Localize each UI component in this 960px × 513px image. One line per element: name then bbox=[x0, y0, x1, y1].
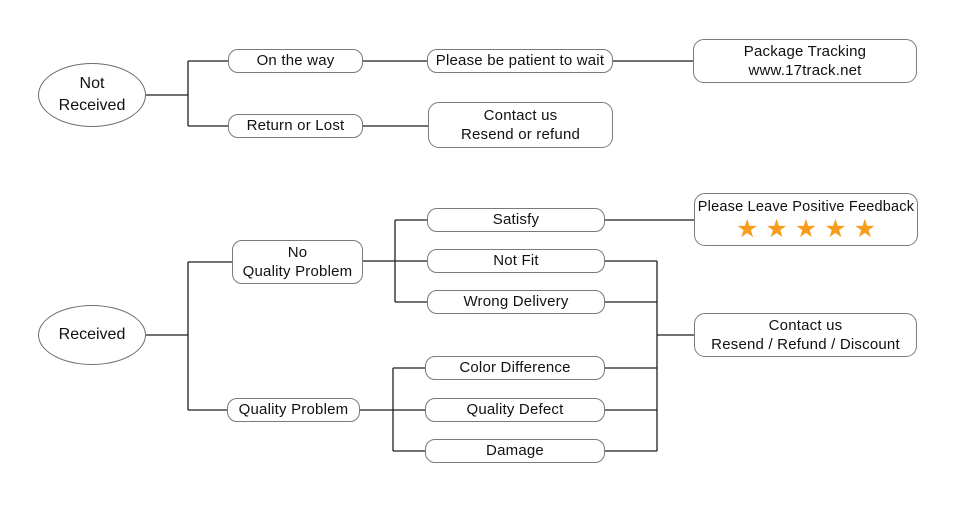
node-no-quality-problem: No Quality Problem bbox=[232, 240, 363, 284]
star-icons: ★★★★★ bbox=[735, 214, 884, 243]
node-label: Quality Problem bbox=[242, 263, 353, 280]
node-received: Received bbox=[38, 305, 146, 365]
node-label: Color Difference bbox=[459, 359, 571, 377]
node-on-the-way: On the way bbox=[228, 49, 363, 73]
node-label: Received bbox=[58, 326, 126, 344]
node-label: Quality Defect bbox=[466, 401, 564, 419]
node-package-tracking: Package Tracking www.17track.net bbox=[693, 39, 917, 83]
node-positive-feedback: Please Leave Positive Feedback ★★★★★ bbox=[694, 193, 918, 246]
node-label: Received bbox=[58, 97, 126, 114]
node-label: Not Fit bbox=[493, 252, 539, 270]
node-not-received: Not Received bbox=[38, 63, 146, 127]
node-label: Resend / Refund / Discount bbox=[711, 336, 900, 353]
node-quality-problem: Quality Problem bbox=[227, 398, 360, 422]
node-color-difference: Color Difference bbox=[425, 356, 605, 380]
node-label: Contact us bbox=[768, 316, 843, 334]
node-label: Please be patient to wait bbox=[435, 52, 605, 70]
node-please-be-patient: Please be patient to wait bbox=[427, 49, 613, 73]
node-label: Resend or refund bbox=[460, 126, 581, 143]
node-label: Not bbox=[79, 75, 105, 93]
node-contact-resend-refund: Contact us Resend or refund bbox=[428, 102, 613, 148]
node-label: Return or Lost bbox=[246, 117, 345, 135]
node-label: Package Tracking bbox=[743, 42, 867, 60]
node-quality-defect: Quality Defect bbox=[425, 398, 605, 422]
tracking-url: www.17track.net bbox=[748, 62, 862, 79]
node-label: Wrong Delivery bbox=[463, 293, 569, 311]
node-contact-resend-refund-discount: Contact us Resend / Refund / Discount bbox=[694, 313, 917, 357]
node-label: Damage bbox=[486, 442, 544, 460]
node-label: On the way bbox=[256, 52, 335, 70]
node-wrong-delivery: Wrong Delivery bbox=[427, 290, 605, 314]
node-damage: Damage bbox=[425, 439, 605, 463]
node-label: Quality Problem bbox=[238, 401, 349, 419]
node-return-or-lost: Return or Lost bbox=[228, 114, 363, 138]
node-label: Please Leave Positive Feedback bbox=[697, 199, 915, 216]
node-label: Satisfy bbox=[492, 211, 540, 229]
node-label: Contact us bbox=[483, 106, 558, 124]
node-label: No bbox=[287, 243, 308, 261]
node-not-fit: Not Fit bbox=[427, 249, 605, 273]
node-satisfy: Satisfy bbox=[427, 208, 605, 232]
